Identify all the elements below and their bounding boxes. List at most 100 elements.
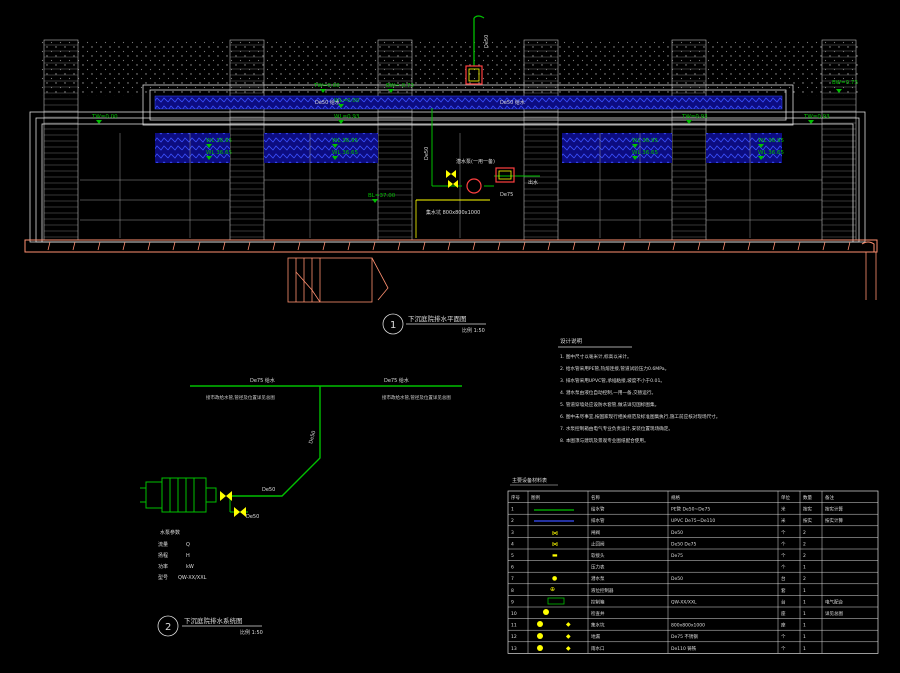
wl-c2: WL 36.65 (632, 150, 658, 156)
legend-cell: 个 (781, 530, 786, 536)
param-key-2: 功率 (158, 563, 168, 570)
legend-cell: 排水管 (591, 517, 605, 524)
legend-well-icon (537, 621, 543, 627)
legend-symbols: ⋈ ⋈ ▬ ● ⊕ ◆ ◆ ◆ (534, 509, 574, 652)
params-title: 水泵参数 (160, 529, 180, 536)
legend-cell: 13 (511, 646, 517, 652)
water-pool-3 (562, 133, 672, 163)
legend-check-valve-icon: ⋈ (552, 541, 558, 548)
note-line-5: 5. 管道穿墙处应设防水套管,做法详见国标图集。 (560, 401, 659, 408)
legend-header-2: 名称 (591, 494, 600, 501)
legend-gate-valve-icon: ⋈ (552, 530, 558, 537)
legend-cell: 2 (803, 553, 806, 559)
legend-cell: 检查井 (591, 610, 605, 617)
legend-cell: 1 (803, 634, 806, 640)
pump-size-label: De75 (500, 192, 513, 198)
outlet-label: 出水 (528, 179, 538, 186)
svg-text:◆: ◆ (566, 621, 571, 628)
legend-header-6: 备注 (825, 494, 834, 501)
legend-cell: 1 (511, 507, 514, 513)
plan-title-block: 1 下沉庭院排水平面图 比例 1:50 (382, 313, 486, 335)
note-line-1: 1. 图中尺寸以毫米计,标高以米计。 (560, 353, 632, 360)
riser-label: De50 (484, 35, 490, 48)
water-pool-4 (706, 133, 782, 163)
legend-cell: 个 (781, 553, 786, 559)
wl-b2: WL 36.65 (332, 150, 358, 156)
system-title-number: 2 (165, 622, 171, 633)
legend-cell: De75 (671, 553, 683, 559)
legend-cell: PE管 De50~De75 (671, 506, 710, 513)
elev-top-mid: BW=-0.73 (386, 83, 414, 89)
legend-cell: 闸阀 (591, 529, 600, 536)
legend-header-1: 图例 (531, 494, 540, 501)
notes-title: 设计说明 (560, 337, 583, 345)
elev-left: TW=0.00 (91, 114, 118, 120)
legend-inlet-icon (537, 645, 543, 651)
pump-icon (466, 178, 482, 194)
system-diagram: De75 给水 De75 给水 接市政给水管,管径及位置详见总图 接市政给水管,… (140, 377, 462, 637)
wl-c1: WL 36.95 (632, 138, 658, 144)
legend-cell: 给水管 (591, 506, 605, 513)
wl-d2: WL 36.65 (758, 150, 784, 156)
svg-text:◆: ◆ (566, 645, 571, 652)
legend-cell: 台 (781, 598, 786, 605)
legend-cell: 1 (803, 646, 806, 652)
system-scale: 比例 1:50 (240, 629, 263, 636)
sys-gate-valve-icon (220, 491, 232, 501)
legend-cell: 个 (781, 646, 786, 652)
elev-right: TW=0.93 (681, 114, 708, 120)
plan-scale: 比例 1:50 (462, 327, 485, 334)
legend-cell: 座 (781, 610, 786, 617)
legend-cell: 按实 (803, 506, 812, 513)
sys-pipe-right-label: De75 给水 (384, 377, 409, 384)
legend-cell: 10 (511, 611, 517, 617)
note-line-7: 7. 水泵控制箱由电气专业负责设计,安装位置现场确定。 (560, 425, 673, 432)
legend-cell: De110 铸铁 (671, 645, 697, 652)
system-title: 下沉庭院排水系统图 (184, 616, 243, 625)
legend-cell: 软接头 (591, 552, 605, 559)
legend-cell: 台 (781, 575, 786, 582)
legend-cell: 2 (803, 530, 806, 536)
legend-cell: 12 (511, 634, 517, 640)
legend-cell: 套 (781, 587, 786, 594)
param-val-3: QW-XX/XXL (178, 575, 207, 581)
legend-cell: De50 (671, 576, 683, 582)
branch-pipe (232, 386, 321, 497)
elev-top-left: TW=0.00 (313, 83, 340, 89)
legend-cell: 2 (803, 576, 806, 582)
legend-cell: De75 不锈钢 (671, 633, 698, 640)
pump-label: 潜水泵(一用一备) (456, 158, 495, 165)
legend-cell: 9 (511, 599, 514, 605)
legend-cell: De50 (671, 530, 683, 536)
legend-cell: 1 (803, 623, 806, 629)
legend-cell: 按实计算 (825, 506, 843, 513)
elev-top-right: BW=0.73 (832, 80, 858, 86)
legend-cell: UPVC De75~De110 (671, 518, 715, 524)
legend-controller-icon (547, 597, 565, 605)
stair-detail (287, 257, 389, 303)
pump-parameters: 水泵参数 流量 Q 扬程 H 功率 kW 型号 QW-XX/XXL (158, 529, 207, 581)
legend-cell: 电气配合 (825, 598, 843, 605)
legend-cell: 按实计算 (825, 517, 843, 524)
wl-d1: WL 36.95 (758, 138, 784, 144)
sys-vertical-label: De50 (308, 430, 317, 444)
legend-cell: 压力表 (591, 564, 605, 571)
param-key-0: 流量 (158, 541, 168, 548)
legend-pump-icon: ⊕ (550, 586, 555, 593)
sys-pipe-left-label: De75 给水 (250, 377, 275, 384)
note-line-6: 6. 图中未尽事宜,按国家现行相关规范及标准图集执行,施工前应核对现场尺寸。 (560, 413, 720, 420)
design-notes: 设计说明 1. 图中尺寸以毫米计,标高以米计。 2. 给水管采用PE管,热熔连接… (558, 337, 720, 444)
legend-cell: 米 (781, 517, 786, 524)
riser-pipe: De50 (465, 15, 490, 85)
param-key-3: 型号 (158, 574, 168, 581)
legend-cell: 座 (781, 622, 786, 629)
note-line-3: 3. 排水管采用UPVC管,承插粘接,坡度不小于0.01。 (560, 377, 665, 384)
sys-branch-label: De50 (262, 487, 275, 493)
legend-cell: 1 (803, 565, 806, 571)
param-val-1: H (186, 553, 190, 559)
check-valve-icon (446, 170, 456, 178)
pavement-lines (80, 133, 822, 238)
legend-cell: 控制箱 (591, 598, 605, 605)
retaining-wall (24, 239, 878, 300)
